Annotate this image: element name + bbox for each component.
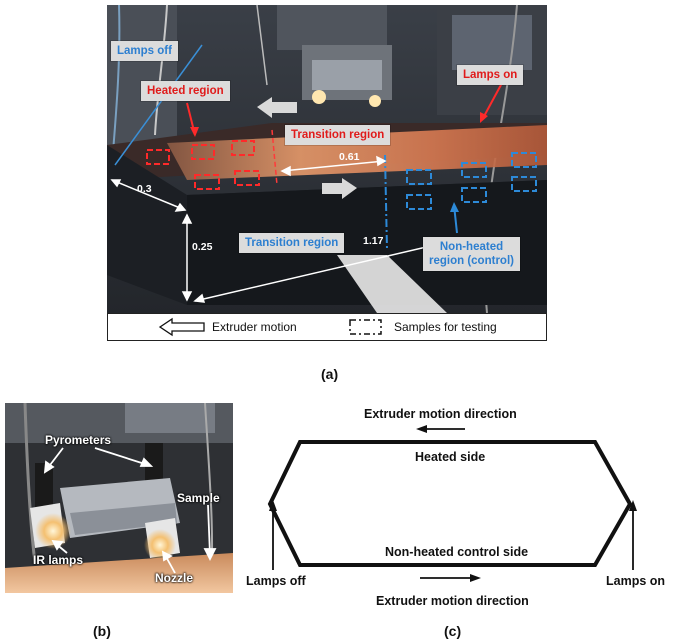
sample-outline-icon — [349, 319, 382, 335]
toolpath-drawing — [267, 425, 637, 582]
nozzle-label: Nozzle — [155, 571, 194, 585]
legend-samples-for-testing: Samples for testing — [394, 320, 497, 334]
lamps-on-label-c: Lamps on — [606, 574, 666, 588]
heated-region-label: Heated region — [141, 81, 230, 101]
ir-lamps-label: IR lamps — [33, 553, 84, 567]
transition-region-top-label: Transition region — [285, 125, 391, 145]
lamps-off-label: Lamps off — [111, 41, 178, 61]
lamps-on-arrow-icon — [629, 500, 637, 511]
heated-side-label: Heated side — [415, 450, 486, 464]
lamps-off-label-c: Lamps off — [246, 574, 306, 588]
panel-a-legend: Extruder motion Samples for testing — [107, 313, 547, 341]
experiment-photo-a: Lamps off Heated region Lamps on Transit… — [107, 5, 547, 313]
non-heated-region-label: Non-heated region (control) — [423, 237, 520, 271]
top-direction-arrow-icon — [416, 425, 427, 433]
dimension-061: 0.61 — [339, 151, 360, 163]
extruder-motion-arrow-icon — [158, 317, 205, 337]
lamps-off-arrow-icon — [269, 500, 277, 511]
bottom-direction-label: Extruder motion direction — [376, 594, 529, 608]
dimension-117: 1.17 — [363, 235, 384, 247]
caption-c: (c) — [444, 623, 462, 639]
toolpath-outline — [267, 440, 633, 567]
caption-a: (a) — [321, 366, 339, 382]
top-direction-label: Extruder motion direction — [364, 407, 517, 421]
non-heated-label-line2: region (control) — [429, 255, 514, 267]
printhead-photo-drawing — [5, 403, 233, 593]
bottom-direction-arrow-icon — [470, 574, 481, 582]
dimension-03: 0.3 — [137, 183, 152, 195]
printhead-photo-b: Pyrometers Sample IR lamps Nozzle — [5, 403, 233, 593]
non-heated-side-label: Non-heated control side — [385, 545, 529, 559]
non-heated-label-line1: Non-heated — [439, 241, 504, 253]
pyrometers-label: Pyrometers — [45, 433, 112, 447]
dimension-025: 0.25 — [192, 241, 213, 253]
toolpath-diagram-c: Extruder motion direction Heated side No… — [240, 398, 678, 618]
lamps-on-label: Lamps on — [457, 65, 524, 85]
legend-extruder-motion: Extruder motion — [212, 320, 297, 334]
sample-label: Sample — [177, 491, 220, 505]
caption-b: (b) — [93, 623, 111, 639]
transition-region-bottom-label: Transition region — [239, 233, 345, 253]
